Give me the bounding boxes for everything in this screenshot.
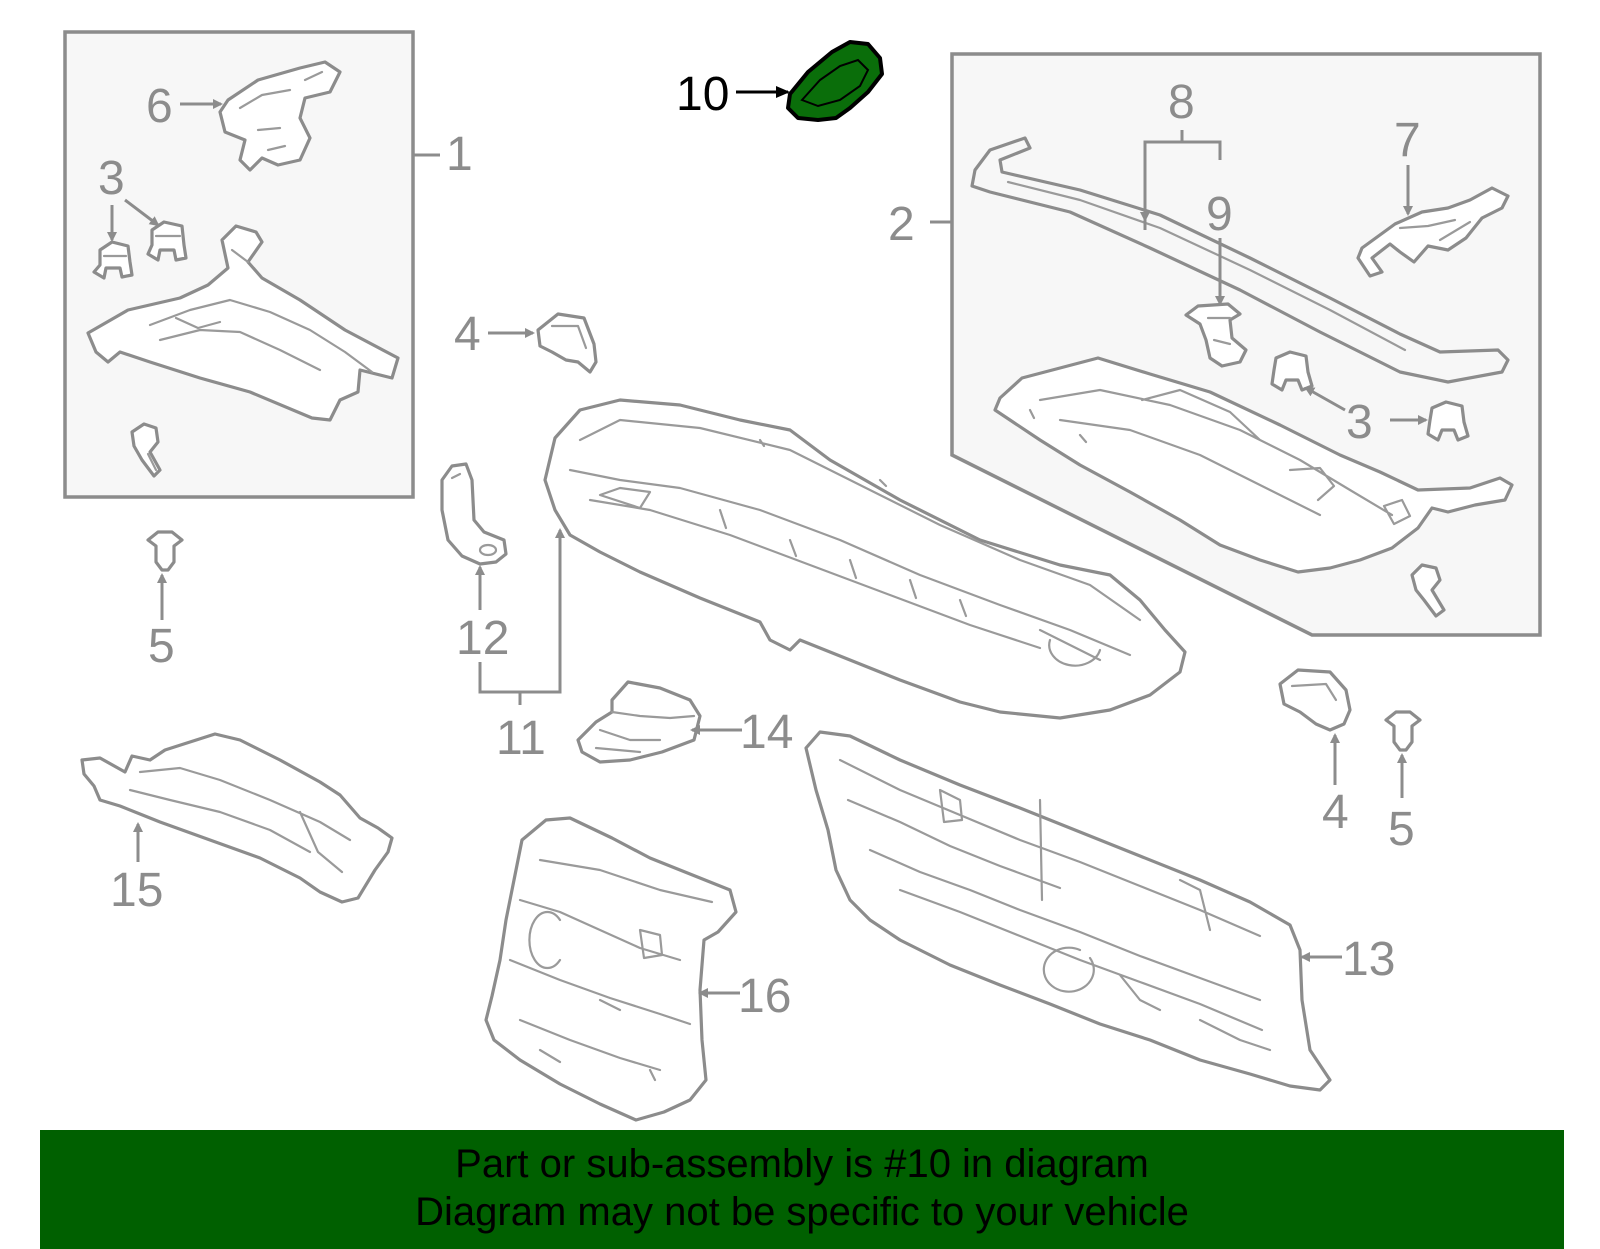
callout-13: 13 [1342,933,1395,986]
part-14-bracket [576,680,702,764]
part-3-clip-right-b [1426,400,1470,442]
callout-6: 6 [146,80,173,133]
part-11-dash-insulator [543,398,1187,720]
part-10-highlighted-cover[interactable] [786,40,884,122]
leader-lines [107,86,1428,998]
callout-16: 16 [738,970,791,1023]
callout-14: 14 [740,706,793,759]
bolt-right [1410,563,1446,618]
part-3-clip-left-b [146,220,188,262]
callout-10-highlighted: 10 [676,68,729,121]
part-7-bracket [1356,186,1510,278]
part-8-weatherstrip [970,136,1510,384]
callout-12: 12 [456,612,509,665]
info-banner: Part or sub-assembly is #10 in diagram D… [40,1130,1564,1249]
callout-3-left: 3 [98,152,125,205]
part-3-clip-left-a [92,240,134,280]
callout-labels: 6 1 3 4 5 12 11 14 15 16 13 4 5 2 8 9 7 … [98,68,1421,1023]
callout-7: 7 [1394,114,1421,167]
callout-4-right: 4 [1322,786,1349,839]
bolt-left [130,422,162,478]
banner-line-part-number: Part or sub-assembly is #10 in diagram [455,1142,1149,1186]
callout-8: 8 [1168,76,1195,129]
callout-9: 9 [1206,188,1233,241]
callout-2: 2 [888,198,915,251]
callout-5-left: 5 [148,620,175,673]
part-9-clip [1184,302,1248,368]
inset-box-right [950,52,1542,637]
part-4-block-center [536,312,598,374]
part-12-bracket [440,462,508,566]
part-6-bracket [218,60,342,172]
inset-box-left [63,30,415,499]
banner-line-disclaimer: Diagram may not be specific to your vehi… [415,1190,1189,1234]
callout-5-right: 5 [1388,803,1415,856]
part-5-clip-right [1384,710,1422,752]
part-13-insulator [804,730,1332,1092]
callout-3-right: 3 [1346,396,1373,449]
callout-15: 15 [110,864,163,917]
part-4-block-right [1278,668,1352,732]
callout-1: 1 [446,128,473,181]
part-15-insulator [80,732,394,904]
part-16-insulator [484,816,738,1122]
part-2-cowl-right [993,356,1514,574]
part-5-clip-left [146,530,184,572]
callout-11: 11 [496,712,546,765]
part-1-cowl-left [86,224,400,422]
callout-4-center: 4 [454,308,481,361]
